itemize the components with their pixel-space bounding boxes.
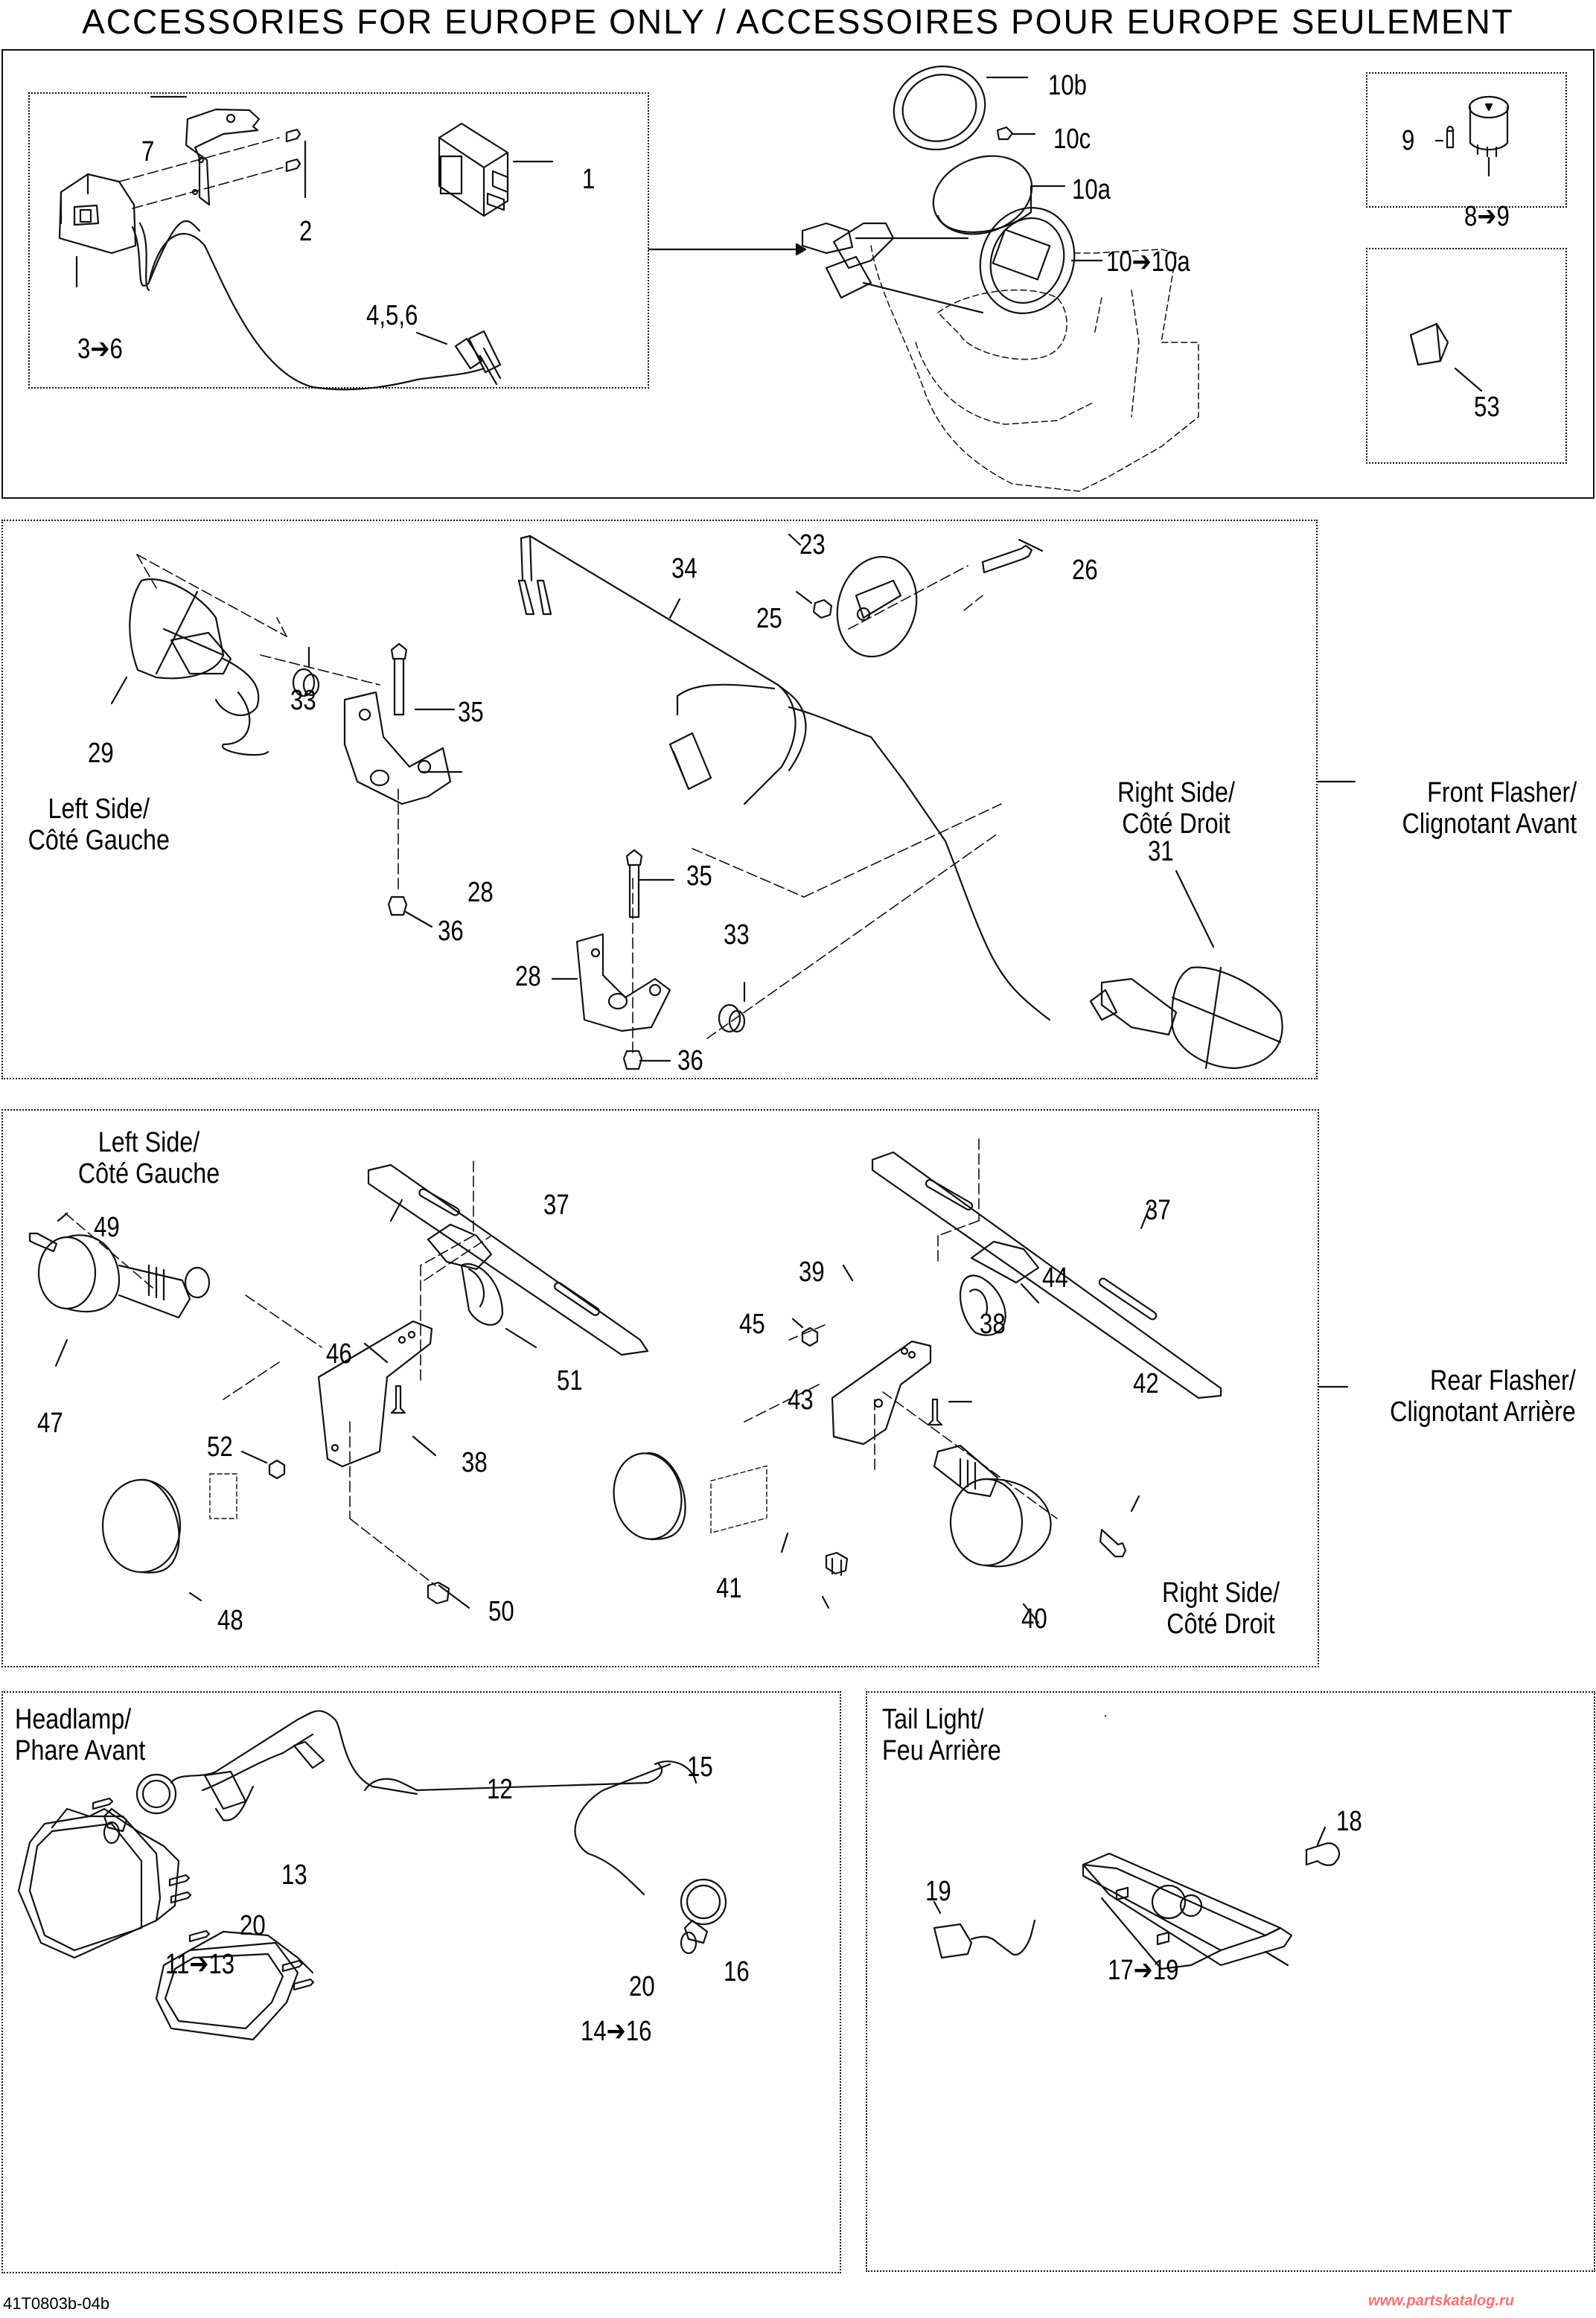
group-label-line: Clignotant Avant [1402,808,1577,840]
callout-label: 42 [1133,1368,1159,1399]
callout-label: 10c [1053,124,1091,155]
callout-label: 8➔9 [1464,201,1510,232]
rear-left-side-label: Left Side/ Côté Gauche [48,1127,250,1190]
callout-label: 41 [716,1573,742,1604]
callout-label: 44 [1042,1262,1068,1294]
side-label-line: Côté Gauche [77,1158,220,1190]
section-title-line: Tail Light/ [882,1704,984,1735]
callout-label: 45 [739,1309,765,1340]
front-flasher-section-frame [1,520,1318,1079]
side-label-line: Right Side/ [1117,777,1235,808]
callout-label: 43 [788,1385,814,1416]
side-label-line: Left Side/ [48,794,150,825]
headlamp-title: Headlamp/ Phare Avant [15,1704,146,1767]
callout-label: 20 [629,1971,655,2002]
callout-label: 37 [543,1190,569,1221]
cap-box [1366,248,1567,464]
callout-label: 40 [1021,1603,1047,1635]
callout-label: 36 [677,1045,703,1076]
side-label-line: Left Side/ [98,1127,200,1158]
callout-label: 20 [240,1910,266,1941]
callout-label: 17➔19 [1108,1955,1179,1986]
group-label-line: Clignotant Arrière [1390,1396,1576,1428]
callout-label: 4,5,6 [366,300,418,331]
callout-label: 10b [1048,70,1087,101]
watermark-link[interactable]: www.partskatalog.ru [1368,2293,1514,2309]
section-title-line: Headlamp/ [15,1704,132,1735]
callout-label: 35 [686,861,712,892]
callout-label: 50 [488,1596,514,1627]
side-label-line: Côté Droit [1122,808,1230,840]
callout-label: 37 [1145,1195,1171,1226]
front-right-side-label: Right Side/ Côté Droit [1082,777,1271,840]
callout-label: 15 [687,1752,713,1783]
dashboard-section-frame [1,49,1595,499]
group-label-line: Front Flasher/ [1427,777,1577,808]
callout-label: 48 [217,1605,243,1636]
rear-right-side-label: Right Side/ Côté Droit [1139,1577,1303,1641]
front-flasher-group-label: Front Flasher/ Clignotant Avant [1359,777,1577,840]
side-label-line: Côté Gauche [28,824,170,856]
callout-label: 51 [557,1365,583,1396]
callout-label: 25 [756,603,782,634]
callout-label: 28 [515,961,541,992]
callout-label: 19 [925,1876,951,1907]
callout-label: 39 [799,1257,825,1288]
tail-light-title: Tail Light/ Feu Arrière [882,1704,1001,1767]
callout-label: 47 [37,1408,63,1439]
section-title-line: Phare Avant [15,1734,146,1766]
callout-label: 33 [724,919,750,951]
callout-label: 31 [1148,836,1174,867]
callout-label: 12 [487,1774,513,1805]
callout-label: 3➔6 [77,333,123,365]
rear-flasher-section-frame [1,1109,1319,1667]
callout-label: 38 [462,1447,488,1478]
tail-light-section-frame [866,1691,1595,2272]
callout-label: 2 [299,216,313,247]
callout-label: 23 [799,529,826,561]
callout-label: 36 [438,916,464,947]
front-left-side-label: Left Side/ Côté Gauche [13,794,185,857]
side-label-line: Right Side/ [1161,1577,1280,1609]
callout-label: 16 [724,1956,750,1987]
group-label-line: Rear Flasher/ [1430,1365,1576,1396]
callout-label: 28 [467,877,494,908]
callout-label: 10a [1072,174,1111,205]
callout-label: 13 [281,1859,307,1891]
callout-label: 11➔13 [165,1949,235,1980]
hazard-switch-box [1366,72,1567,208]
callout-label: 38 [980,1309,1006,1340]
drawing-code: 41T0803b-04b [3,2294,110,2313]
headlamp-section-frame [1,1691,841,2273]
callout-label: 46 [326,1338,352,1370]
callout-label: 34 [671,553,698,584]
section-title-line: Feu Arrière [882,1734,1001,1766]
callout-label: 26 [1072,555,1098,586]
rear-flasher-group-label: Rear Flasher/ Clignotant Arrière [1345,1365,1576,1428]
callout-label: 14➔16 [581,2016,652,2047]
callout-label: 53 [1474,392,1500,423]
page-title: ACCESSORIES FOR EUROPE ONLY / ACCESSOIRE… [82,2,1514,41]
callout-label: 49 [94,1212,120,1243]
callout-label: 52 [207,1431,233,1463]
callout-label: 33 [290,685,316,716]
callout-label: 35 [458,697,484,728]
callout-label: 1 [582,164,596,195]
callout-label: 10➔10a [1106,246,1190,278]
callout-label: 29 [88,738,114,769]
side-label-line: Côté Droit [1166,1608,1275,1640]
callout-label: 9 [1402,125,1415,156]
callout-label: 7 [141,136,155,167]
callout-label: 18 [1336,1806,1362,1837]
